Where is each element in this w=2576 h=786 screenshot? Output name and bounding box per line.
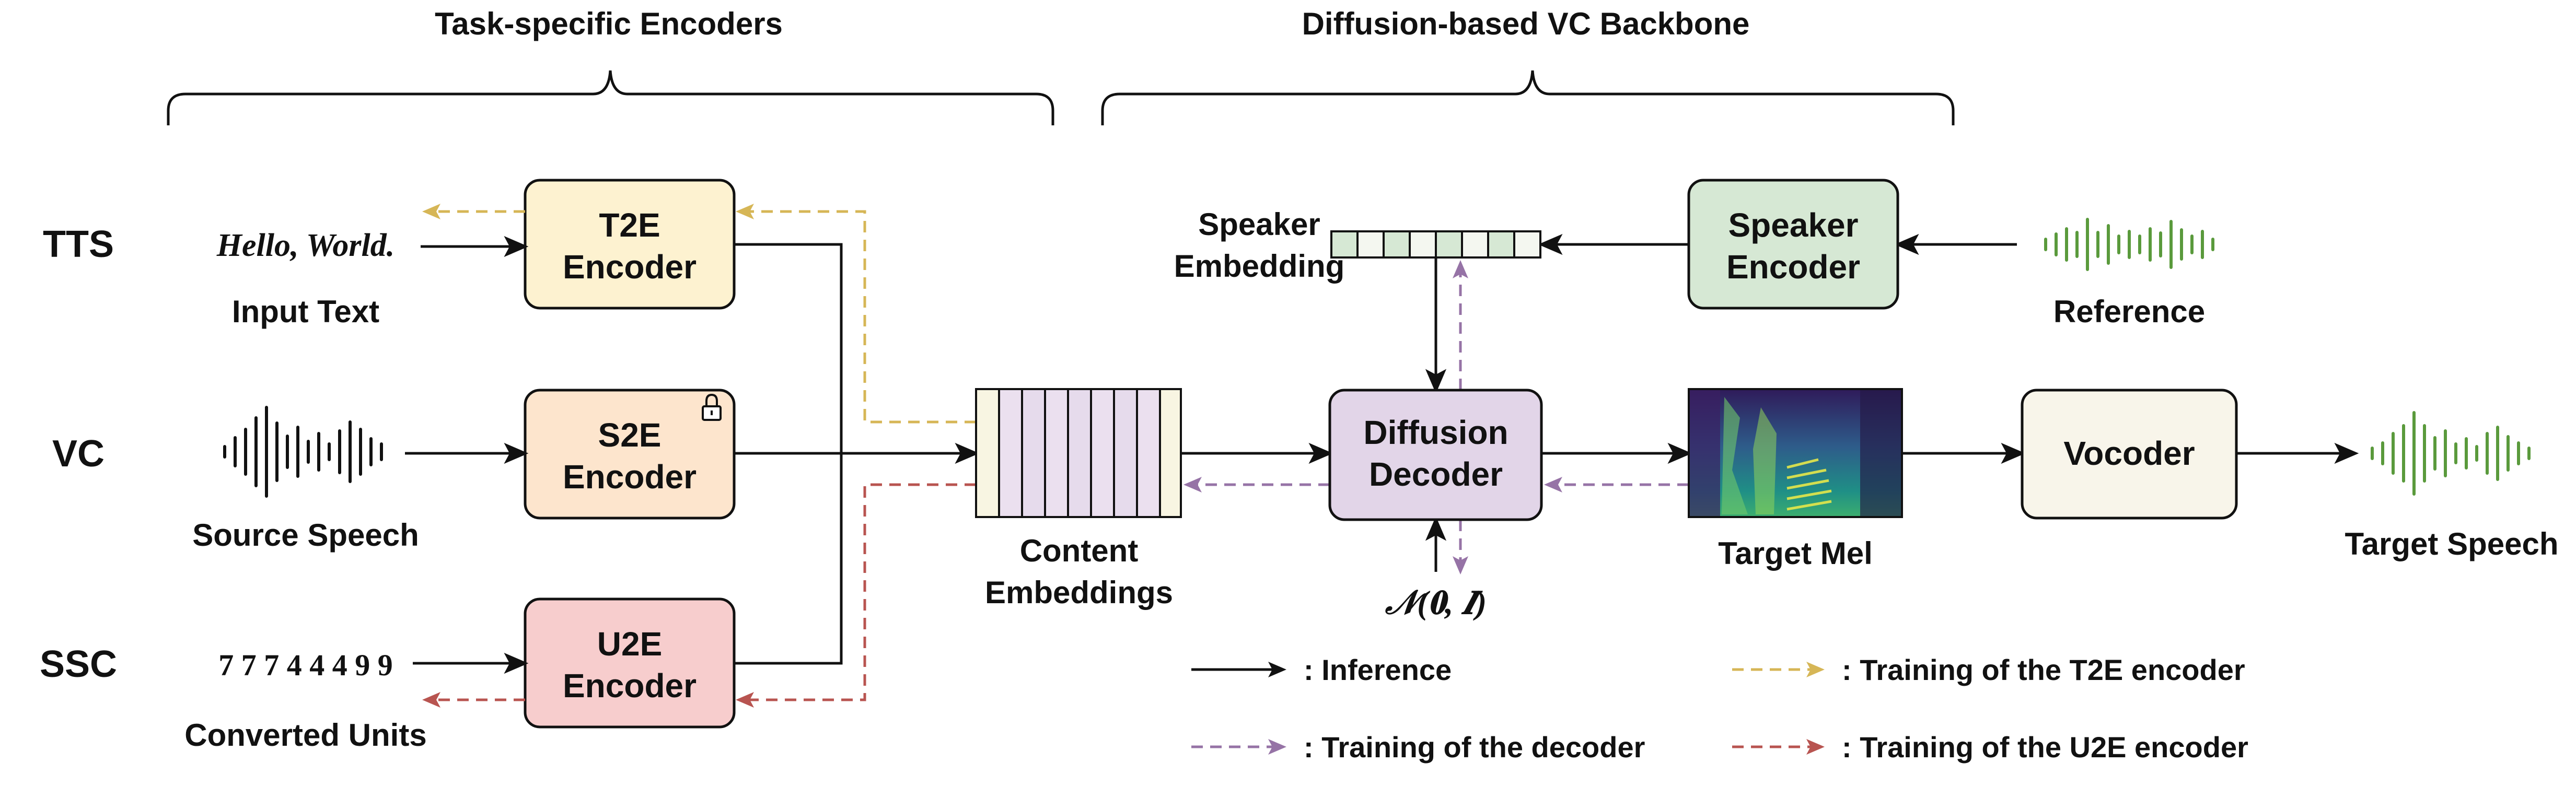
legend-u2e-training-label: : Training of the U2E encoder xyxy=(1842,731,2248,764)
speaker-embedding xyxy=(1330,230,1541,259)
u2e-label-1: U2E xyxy=(597,625,663,663)
target-mel-caption: Target Mel xyxy=(1718,536,1873,571)
t2e-label-2: Encoder xyxy=(563,248,697,286)
u2e-encoder: U2E Encoder xyxy=(524,597,736,729)
backbone-header: Diffusion-based VC Backbone xyxy=(1302,6,1750,41)
encoders-header: Task-specific Encoders xyxy=(435,6,783,41)
content-caption-1: Content xyxy=(1020,533,1139,568)
content-caption-2: Embeddings xyxy=(985,575,1173,610)
speaker-embedding-caption-2: Embedding xyxy=(1174,249,1345,284)
inference-arrows xyxy=(405,233,2359,674)
backbone-brace xyxy=(1101,70,1955,125)
target-speech-waveform xyxy=(2371,411,2531,496)
vocoder: Vocoder xyxy=(2021,389,2238,520)
speaker-embedding-caption-1: Speaker xyxy=(1198,207,1320,242)
source-speech-caption: Source Speech xyxy=(192,518,419,553)
task-vc: VC xyxy=(52,433,105,475)
diffusion-decoder: Diffusion Decoder xyxy=(1328,389,1543,521)
units-sample: 7 7 7 4 4 4 9 9 xyxy=(218,648,393,682)
target-speech-caption: Target Speech xyxy=(2345,526,2558,561)
reference-caption: Reference xyxy=(2053,294,2205,329)
content-embeddings xyxy=(975,388,1182,518)
decoder-training-path xyxy=(1183,260,1689,574)
noise-label: 𝒩(𝟎, 𝑰) xyxy=(1385,584,1487,621)
t2e-encoder: T2E Encoder xyxy=(524,179,736,310)
s2e-label-1: S2E xyxy=(598,416,662,454)
target-mel-spectrogram xyxy=(1688,388,1903,518)
legend-u2e-training: : Training of the U2E encoder xyxy=(1732,731,2248,764)
input-text-caption: Input Text xyxy=(232,294,379,329)
legend-inference: : Inference xyxy=(1191,653,1452,686)
u2e-training-path xyxy=(422,483,976,708)
legend: : Inference : Training of the T2E encode… xyxy=(1191,653,2248,764)
t2e-label-1: T2E xyxy=(599,206,660,244)
encoders-brace xyxy=(167,70,1054,125)
legend-t2e-training: : Training of the T2E encoder xyxy=(1732,653,2245,686)
legend-t2e-training-label: : Training of the T2E encoder xyxy=(1842,653,2245,686)
vocoder-label: Vocoder xyxy=(2063,435,2195,472)
legend-decoder-training-label: : Training of the decoder xyxy=(1304,731,1645,764)
legend-inference-label: : Inference xyxy=(1304,653,1452,686)
t2e-training-path xyxy=(422,204,976,424)
speaker-encoder: Speaker Encoder xyxy=(1687,179,1899,310)
s2e-label-2: Encoder xyxy=(563,458,697,496)
reference-waveform xyxy=(2044,218,2214,271)
lock-icon xyxy=(702,393,722,421)
speaker-encoder-label-1: Speaker xyxy=(1728,206,1858,244)
input-text-sample: Hello, World. xyxy=(216,228,394,263)
decoder-label-2: Decoder xyxy=(1369,455,1503,493)
source-speech-waveform xyxy=(223,406,383,498)
legend-decoder-training: : Training of the decoder xyxy=(1191,731,1645,764)
units-caption: Converted Units xyxy=(184,718,426,753)
task-ssc: SSC xyxy=(40,643,117,685)
speaker-encoder-label-2: Encoder xyxy=(1726,248,1860,286)
task-tts: TTS xyxy=(43,224,114,265)
s2e-encoder: S2E Encoder xyxy=(524,389,736,520)
u2e-label-2: Encoder xyxy=(563,667,697,705)
decoder-label-1: Diffusion xyxy=(1363,414,1508,451)
